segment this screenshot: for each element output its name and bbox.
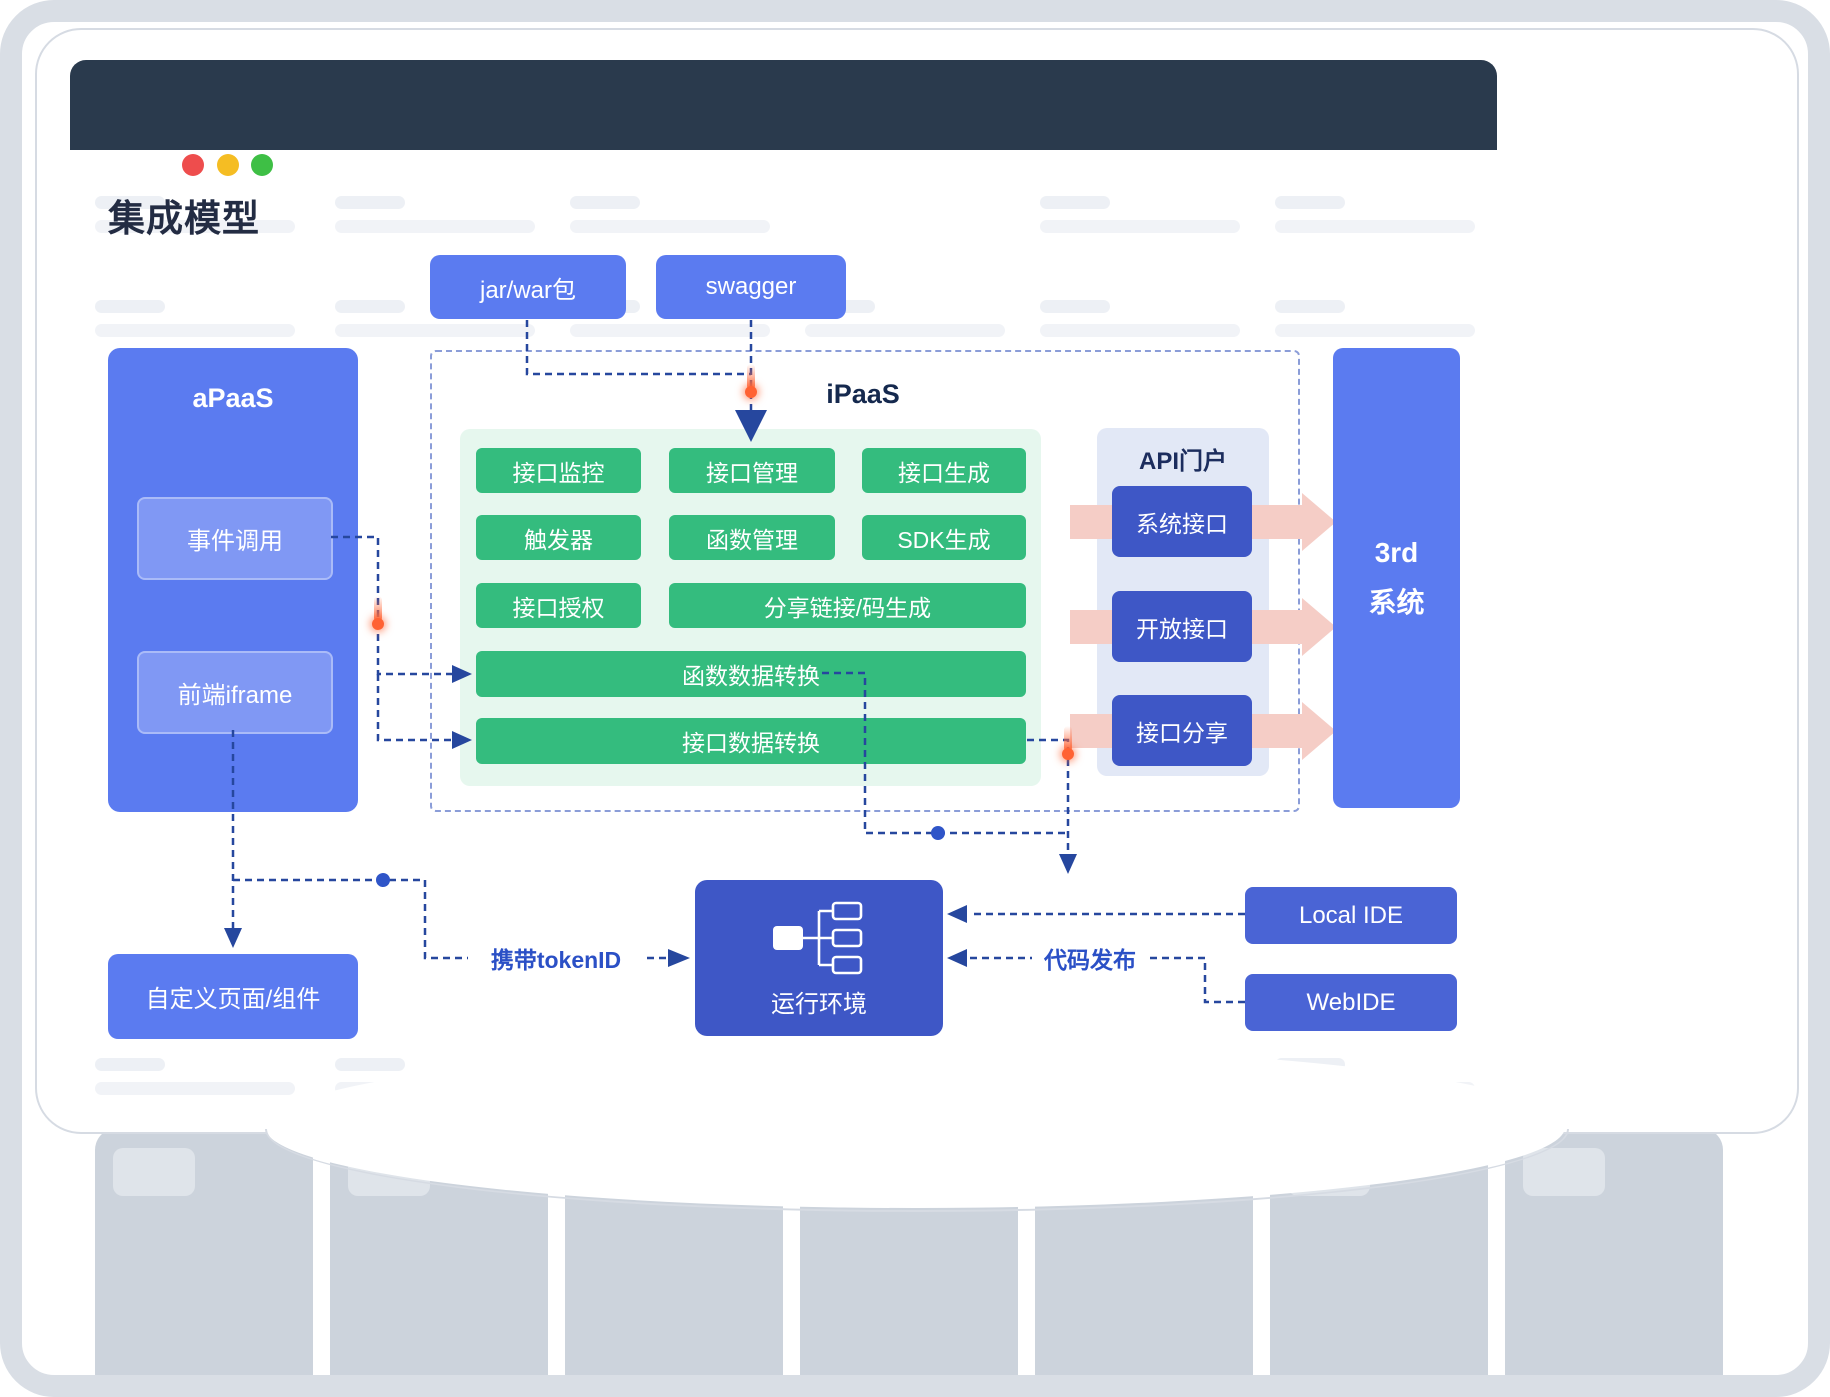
api-portal-title: API门户 — [1138, 447, 1227, 475]
tab-inner-block — [1523, 1148, 1605, 1196]
skeleton-block — [1040, 196, 1250, 236]
traffic-light-red-icon — [182, 154, 204, 176]
node-api-monitor: 接口监控 — [476, 448, 641, 493]
pink-arrow-head-icon — [1302, 493, 1336, 551]
flow-label-deploy: 代码发布 — [1032, 941, 1148, 975]
flowchart-icon — [773, 901, 863, 975]
pink-arrow-head-icon — [1302, 598, 1336, 656]
node-open-api: 开放接口 — [1112, 591, 1252, 662]
skeleton-block — [1275, 300, 1485, 340]
flow-label-token: 携带tokenID — [468, 941, 644, 975]
node-trigger: 触发器 — [476, 515, 641, 560]
skeleton-block — [95, 1058, 305, 1098]
background-tab — [1505, 1128, 1723, 1397]
node-api-generate: 接口生成 — [862, 448, 1026, 493]
browser-title-bar — [70, 60, 1497, 176]
page-title: 集成模型 — [108, 198, 260, 239]
node-api-manage: 接口管理 — [669, 448, 835, 493]
node-third-system: 3rd 系统 — [1333, 348, 1460, 808]
tab-inner-block — [113, 1148, 195, 1196]
node-api-share: 接口分享 — [1112, 695, 1252, 766]
node-web-ide: WebIDE — [1245, 974, 1457, 1031]
traffic-light-yellow-icon — [217, 154, 239, 176]
node-api-data-transform: 接口数据转换 — [476, 718, 1026, 764]
pink-arrow-head-icon — [1302, 702, 1336, 760]
node-api-authorize: 接口授权 — [476, 583, 641, 628]
junction-dot-blue — [931, 826, 945, 840]
node-swagger: swagger — [656, 255, 846, 319]
node-event-call: 事件调用 — [137, 497, 333, 580]
node-function-data-transform: 函数数据转换 — [476, 651, 1026, 697]
node-custom-page-component: 自定义页面/组件 — [108, 954, 358, 1039]
node-system-api: 系统接口 — [1112, 486, 1252, 557]
ipaas-title: iPaaS — [826, 378, 900, 409]
skeleton-block — [335, 300, 545, 340]
skeleton-block — [1275, 196, 1485, 236]
apaas-title: aPaaS — [192, 382, 274, 413]
third-system-line2: 系统 — [1368, 587, 1425, 618]
data-flow-spark-icon — [1062, 726, 1074, 762]
skeleton-block — [570, 196, 780, 236]
node-sdk-generate: SDK生成 — [862, 515, 1026, 560]
node-local-ide: Local IDE — [1245, 887, 1457, 944]
node-share-link-code: 分享链接/码生成 — [669, 583, 1026, 628]
skeleton-block — [95, 196, 305, 236]
node-front-iframe: 前端iframe — [137, 651, 333, 734]
third-system-line1: 3rd — [1374, 536, 1419, 568]
node-jar-war-package: jar/war包 — [430, 255, 626, 319]
skeleton-block — [95, 300, 305, 340]
data-flow-spark-icon — [372, 596, 384, 632]
traffic-light-green-icon — [251, 154, 273, 176]
node-function-manage: 函数管理 — [669, 515, 835, 560]
data-flow-spark-icon — [745, 364, 757, 400]
skeleton-block — [1040, 300, 1250, 340]
skeleton-block — [335, 196, 545, 236]
background-tab — [95, 1128, 313, 1397]
runtime-environment-label: 运行环境 — [771, 990, 867, 1018]
junction-dot-blue — [376, 873, 390, 887]
